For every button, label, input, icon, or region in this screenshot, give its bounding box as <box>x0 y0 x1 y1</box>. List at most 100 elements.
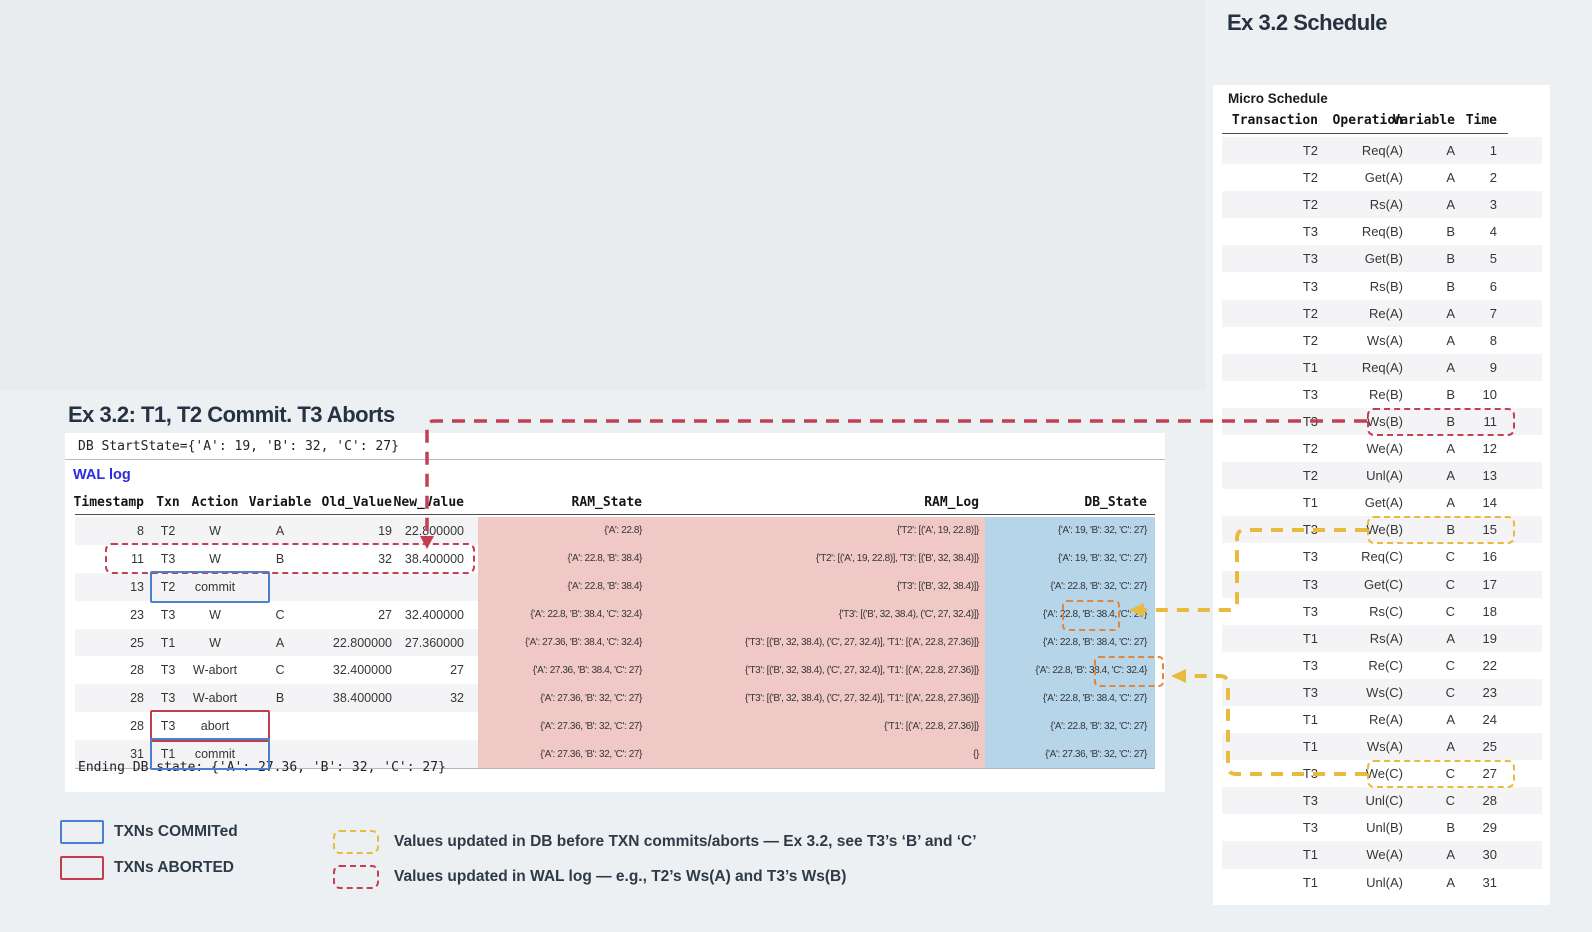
schedule-cell: 30 <box>1482 847 1497 863</box>
wal-cell: T1 <box>150 628 186 657</box>
wal-cell: W <box>186 517 244 545</box>
schedule-cell: 16 <box>1482 549 1497 565</box>
schedule-row-highlight <box>1367 515 1515 544</box>
schedule-cell: T2 <box>1302 143 1318 159</box>
schedule-cell: Get(A) <box>1364 495 1403 511</box>
schedule-cell: Ws(A) <box>1366 739 1403 755</box>
schedule-cell: C <box>1445 549 1455 565</box>
schedule-cell: 14 <box>1482 495 1497 511</box>
legend-committed-label: TXNs COMMITed <box>114 823 238 840</box>
wal-cell: {'T3': [('B', 32, 38.4), ('C', 27, 32.4)… <box>648 684 985 713</box>
schedule-cell: T1 <box>1302 359 1318 375</box>
schedule-cell: 19 <box>1482 630 1497 646</box>
wal-cell: {'A': 19, 'B': 32, 'C': 27} <box>985 544 1155 573</box>
wal-cell: 13 <box>75 572 150 601</box>
wal-cell: 23 <box>130 607 144 622</box>
schedule-header-cell: Variable <box>1392 112 1455 128</box>
wal-cell: {'A': 19, 'B': 32, 'C': 27} <box>985 517 1155 545</box>
wal-cell: T2 <box>150 517 186 545</box>
schedule-cell: T3 <box>1302 820 1318 836</box>
wal-header-cell: Timestamp <box>73 494 144 510</box>
schedule-cell: 24 <box>1482 712 1497 728</box>
abort-highlight-box <box>150 710 270 743</box>
wal-cell: {'T2': [('A', 19, 22.8)]} <box>648 517 985 545</box>
wal-title: Ex 3.2: T1, T2 Commit. T3 Aborts <box>68 402 395 427</box>
schedule-cell: 23 <box>1482 684 1497 700</box>
schedule-cell: T1 <box>1302 847 1318 863</box>
wal-cell: {'A': 22.8, 'B': 38.4} <box>478 544 648 573</box>
wal-cell: 32 <box>378 551 392 566</box>
schedule-cell: T3 <box>1302 657 1318 673</box>
schedule-cell: 17 <box>1482 576 1497 592</box>
wal-cell: {'A': 27.36, 'B': 32, 'C': 27} <box>478 740 648 769</box>
wal-cell: W <box>209 551 221 566</box>
schedule-cell: T3 <box>1302 522 1318 538</box>
db-state-value-callout <box>1094 656 1164 687</box>
schedule-cell: T1 <box>1302 712 1318 728</box>
wal-cell <box>316 740 396 769</box>
schedule-cell: 11 <box>1483 413 1498 429</box>
wal-cell: 38.400000 <box>316 684 396 713</box>
schedule-cell: A <box>1446 847 1455 863</box>
wal-cell: {'A': 27.36, 'B': 32, 'C': 27} <box>478 712 648 741</box>
schedule-cell: A <box>1446 441 1455 457</box>
schedule-cell: Rs(C) <box>1369 603 1403 619</box>
wal-cell: {} <box>648 740 985 769</box>
schedule-cell: T3 <box>1302 386 1318 402</box>
schedule-cell: 6 <box>1489 278 1497 294</box>
schedule-cell: Re(A) <box>1369 712 1403 728</box>
wal-cell: {'T1': [('A', 22.8, 27.36)]} <box>648 712 985 741</box>
arrow-wec-head <box>1171 669 1186 683</box>
schedule-cell: A <box>1446 468 1455 484</box>
wal-cell: {'A': 27.36, 'B': 32, 'C': 27} <box>985 740 1155 769</box>
wal-header-cell: New_Value <box>393 494 464 510</box>
schedule-cell: Get(C) <box>1364 576 1403 592</box>
wal-cell: 22.800000 <box>396 517 478 545</box>
wal-cell <box>396 572 478 601</box>
schedule-cell: A <box>1446 874 1455 890</box>
wal-cell: {'A': 27.36, 'B': 38.4, 'C': 27} <box>478 656 648 685</box>
schedule-cell: Ws(C) <box>1366 684 1403 700</box>
schedule-cell: A <box>1446 170 1455 186</box>
wal-cell: T1 <box>150 740 186 769</box>
legend-db-updated-label: Values updated in DB before TXN commits/… <box>394 833 977 850</box>
schedule-cell: Unl(A) <box>1366 468 1403 484</box>
wal-header-cell: Txn <box>156 494 180 510</box>
schedule-cell: T2 <box>1302 332 1318 348</box>
legend-wal-updated-swatch <box>333 865 379 889</box>
schedule-cell: Get(B) <box>1364 251 1403 267</box>
schedule-cell: B <box>1446 522 1455 538</box>
wal-cell <box>244 740 316 769</box>
schedule-cell: A <box>1446 143 1455 159</box>
schedule-cell: Unl(C) <box>1365 793 1403 809</box>
schedule-cell: B <box>1446 278 1455 294</box>
schedule-cell: B <box>1446 224 1455 240</box>
wal-cell: {'T2': [('A', 19, 22.8)], 'T3': [('B', 3… <box>648 544 985 573</box>
wal-cell: B <box>275 551 285 566</box>
wal-cell: T2 <box>150 572 186 601</box>
schedule-cell: 18 <box>1482 603 1497 619</box>
wal-cell: A <box>244 517 316 545</box>
schedule-header-cell: Time <box>1465 112 1497 128</box>
schedule-cell: 7 <box>1489 305 1497 321</box>
wal-cell: 8 <box>75 517 150 545</box>
micro-schedule-label: Micro Schedule <box>1228 91 1328 106</box>
wal-cell: 25 <box>75 628 150 657</box>
ending-db-state: Ending DB state: {'A': 27.36, 'B': 32, '… <box>78 760 446 775</box>
schedule-cell: 13 <box>1482 468 1497 484</box>
wal-table-bottom-line <box>75 768 1155 769</box>
wal-cell: T3 <box>160 719 176 734</box>
